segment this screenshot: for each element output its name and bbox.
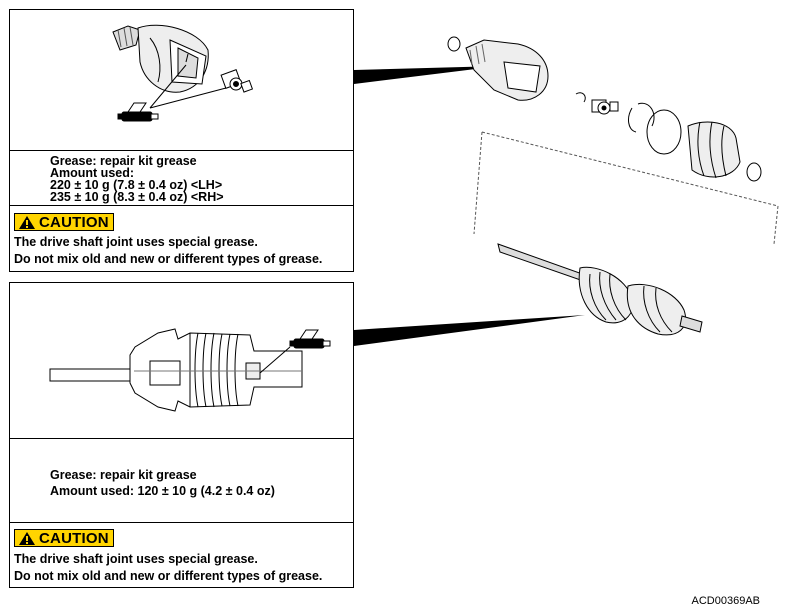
tripod-joint xyxy=(220,69,254,93)
inner-joint-boot xyxy=(687,121,741,178)
grease-type-text: Grease: repair kit grease xyxy=(50,154,197,168)
caution-label: CAUTION xyxy=(39,529,109,547)
top-grease-panel: Grease: repair kit grease Amount used: 2… xyxy=(9,9,354,272)
caution-line-1: The drive shaft joint uses special greas… xyxy=(14,235,258,249)
outer-joint-assembly xyxy=(626,284,686,336)
amount-lh-text: 220 ± 10 g (7.8 ± 0.4 oz) <LH> xyxy=(50,178,223,192)
bottom-grease-spec: Grease: repair kit grease Amount used: 1… xyxy=(10,438,353,522)
boot-band-small xyxy=(746,162,762,182)
grease-gun-icon xyxy=(289,329,331,349)
retaining-clip xyxy=(575,92,586,103)
figure-code: ACD00369AB xyxy=(691,595,761,607)
grease-gun-icon xyxy=(117,102,159,122)
amount-used-text: Amount used: 120 ± 10 g (4.2 ± 0.4 oz) xyxy=(50,484,275,498)
inner-joint-assembly xyxy=(578,266,634,324)
warning-triangle-icon xyxy=(19,531,35,545)
caution-line-1: The drive shaft joint uses special greas… xyxy=(14,552,258,566)
grease-type-text: Grease: repair kit grease xyxy=(50,468,197,482)
outer-joint-grease-illustration xyxy=(112,24,254,122)
drive-shaft xyxy=(497,243,593,285)
caution-line-2: Do not mix old and new or different type… xyxy=(14,569,323,583)
warning-triangle-icon xyxy=(19,215,35,229)
joint-housing xyxy=(112,24,209,93)
boot-band-large xyxy=(646,109,682,155)
caution-badge: CAUTION xyxy=(14,529,114,547)
tripod-joint xyxy=(591,99,619,115)
caution-badge: CAUTION xyxy=(14,213,114,231)
inner-joint-boot-illustration xyxy=(49,328,331,412)
amount-rh-text: 235 ± 10 g (8.3 ± 0.4 oz) <RH> xyxy=(50,190,224,204)
top-grease-spec: Grease: repair kit grease Amount used: 2… xyxy=(10,150,353,205)
drive-shaft-exploded-view xyxy=(447,36,779,336)
bottom-caution-box: CAUTION The drive shaft joint uses speci… xyxy=(10,522,353,587)
snap-ring xyxy=(447,36,461,52)
caution-line-2: Do not mix old and new or different type… xyxy=(14,252,323,266)
top-caution-box: CAUTION The drive shaft joint uses speci… xyxy=(10,205,353,271)
caution-label: CAUTION xyxy=(39,213,109,231)
circlip xyxy=(628,107,637,133)
bottom-grease-panel: Grease: repair kit grease Amount used: 1… xyxy=(9,282,354,588)
amount-used-label: Amount used: xyxy=(50,166,135,180)
